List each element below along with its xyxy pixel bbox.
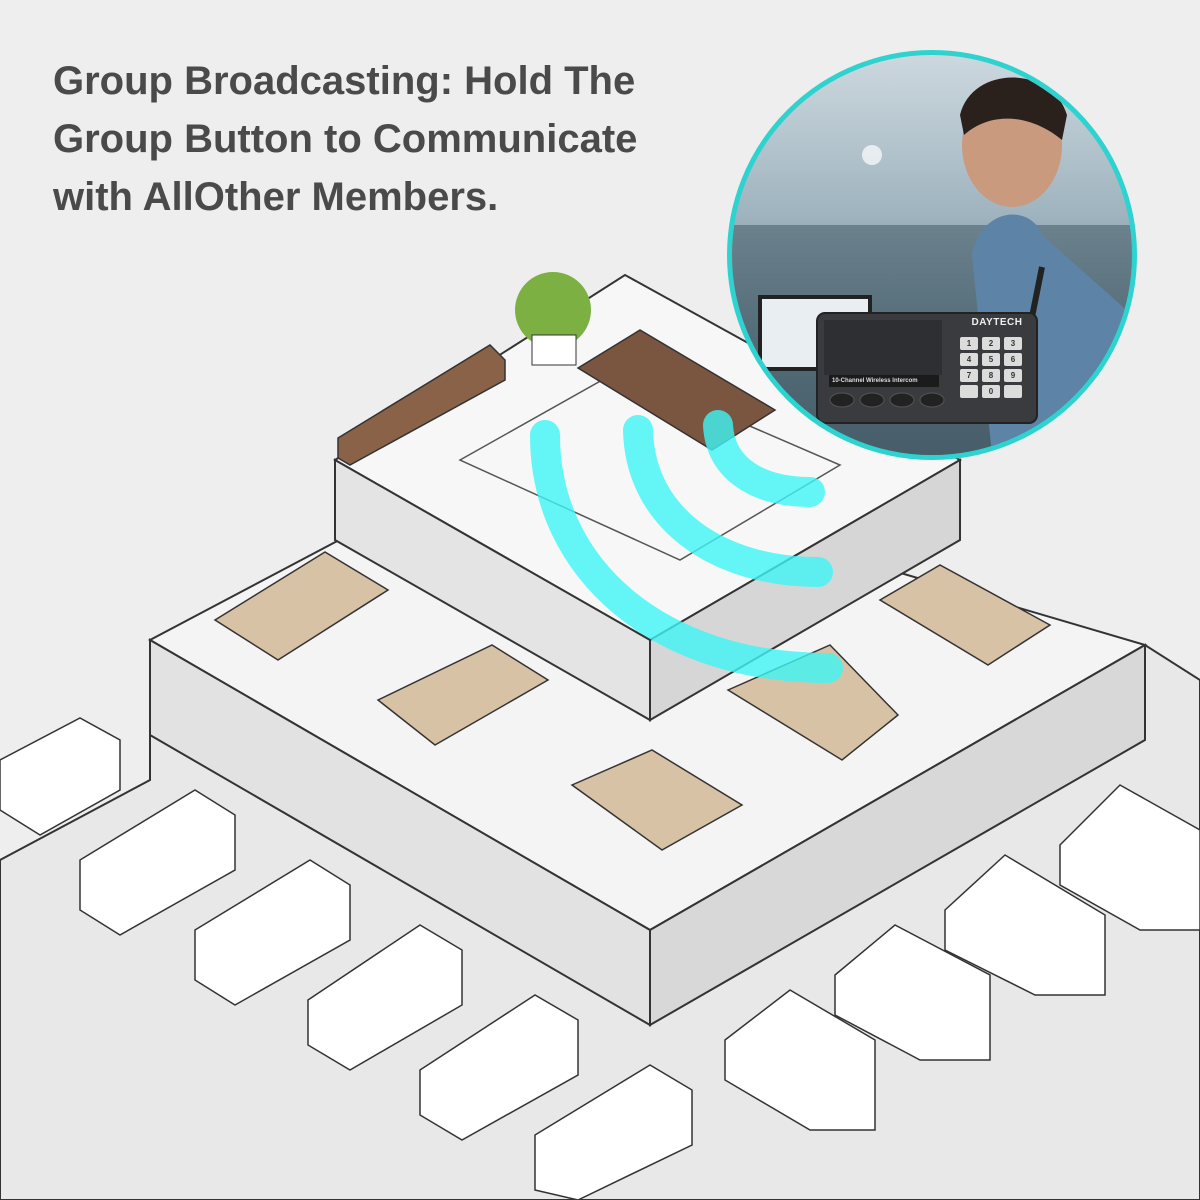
key-5[interactable]: 5 (982, 353, 1000, 366)
headline-line-1: Group Broadcasting: Hold The (53, 59, 636, 103)
middle-tier-right-wall (649, 643, 1146, 1027)
device-brand: DAYTECH (971, 317, 1023, 328)
intercom-photo-inset: DAYTECH 10-Channel Wireless Intercom 1 2… (727, 50, 1137, 460)
key-2[interactable]: 2 (982, 337, 1000, 350)
key-9[interactable]: 9 (1004, 369, 1022, 382)
key-0[interactable]: 0 (982, 385, 1000, 398)
broadcast-waves (530, 410, 843, 683)
device-label: 10-Channel Wireless Intercom (832, 378, 918, 384)
key-4[interactable]: 4 (960, 353, 978, 366)
key-7[interactable]: 7 (960, 369, 978, 382)
key-3[interactable]: 3 (1004, 337, 1022, 350)
device-buttons (829, 392, 945, 408)
plant (515, 272, 591, 348)
cabinet (337, 344, 506, 466)
headline: Group Broadcasting: Hold The Group Butto… (53, 52, 733, 226)
key-volume-up[interactable] (1004, 385, 1022, 398)
key-1[interactable]: 1 (960, 337, 978, 350)
antenna (1029, 266, 1045, 318)
headline-line-2: Group Button to Communicate (53, 117, 638, 161)
photo-scene (732, 77, 1132, 455)
wave-small (703, 410, 825, 507)
cubicles (0, 717, 1200, 1200)
key-6[interactable]: 6 (1004, 353, 1022, 366)
wave-large (530, 420, 843, 683)
key-8[interactable]: 8 (982, 369, 1000, 382)
device-keypad: 1 2 3 4 5 6 7 8 9 0 (960, 337, 1022, 398)
rug (458, 369, 842, 561)
headline-line-3: with AllOther Members. (53, 175, 499, 219)
plant-pot (531, 334, 577, 366)
key-volume-down[interactable] (960, 385, 978, 398)
wave-medium (623, 415, 833, 587)
